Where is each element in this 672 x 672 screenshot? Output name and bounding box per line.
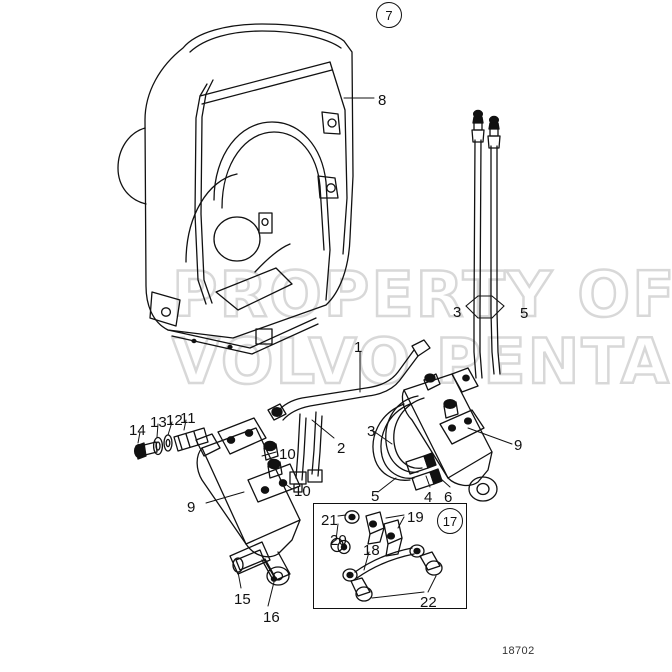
steering-cylinder-left bbox=[195, 417, 301, 586]
steering-cylinder-right bbox=[401, 367, 498, 502]
figure-marker-7: 7 bbox=[376, 2, 402, 28]
callout-21-19: 21 bbox=[321, 512, 338, 529]
hardware-exploded bbox=[133, 419, 209, 460]
callout-3-1: 3 bbox=[453, 304, 462, 321]
drawing-number: 18702 bbox=[502, 645, 535, 657]
callout-5-16: 5 bbox=[371, 488, 380, 505]
callout-8-0: 8 bbox=[378, 92, 387, 109]
cowling-assembly bbox=[117, 23, 354, 355]
callout-11-10: 11 bbox=[180, 410, 196, 427]
callout-13-8: 13 bbox=[150, 414, 167, 431]
callout-3-5: 3 bbox=[367, 423, 376, 440]
callout-6-18: 6 bbox=[444, 489, 453, 506]
callout-10-12: 10 bbox=[294, 483, 311, 500]
callout-16-15: 16 bbox=[263, 609, 280, 626]
watermark-line-1: PROPERTY OF bbox=[171, 257, 672, 333]
figure-marker-17: 17 bbox=[437, 508, 463, 534]
callout-12-9: 12 bbox=[166, 412, 183, 429]
callout-14-7: 14 bbox=[129, 422, 146, 439]
callout-9-6: 9 bbox=[514, 437, 523, 454]
long-hose-pair bbox=[465, 109, 505, 379]
callout-20-21: 20 bbox=[330, 532, 347, 549]
callout-5-2: 5 bbox=[520, 305, 529, 322]
inset-detail-box bbox=[313, 503, 467, 609]
callout-22-23: 22 bbox=[420, 594, 437, 611]
callout-15-14: 15 bbox=[234, 591, 251, 608]
watermark-line-2: VOLVO PENTA bbox=[171, 324, 671, 400]
hydraulic-tube-1-2 bbox=[267, 339, 431, 493]
callout-19-20: 19 bbox=[407, 509, 424, 526]
callout-18-22: 18 bbox=[363, 542, 380, 559]
callout-4-17: 4 bbox=[424, 489, 433, 506]
callout-9-13: 9 bbox=[187, 499, 196, 516]
callout-10-11: 10 bbox=[279, 446, 296, 463]
leader-lines bbox=[205, 97, 513, 607]
callout-2-4: 2 bbox=[337, 440, 346, 457]
callout-1-3: 1 bbox=[354, 339, 363, 356]
